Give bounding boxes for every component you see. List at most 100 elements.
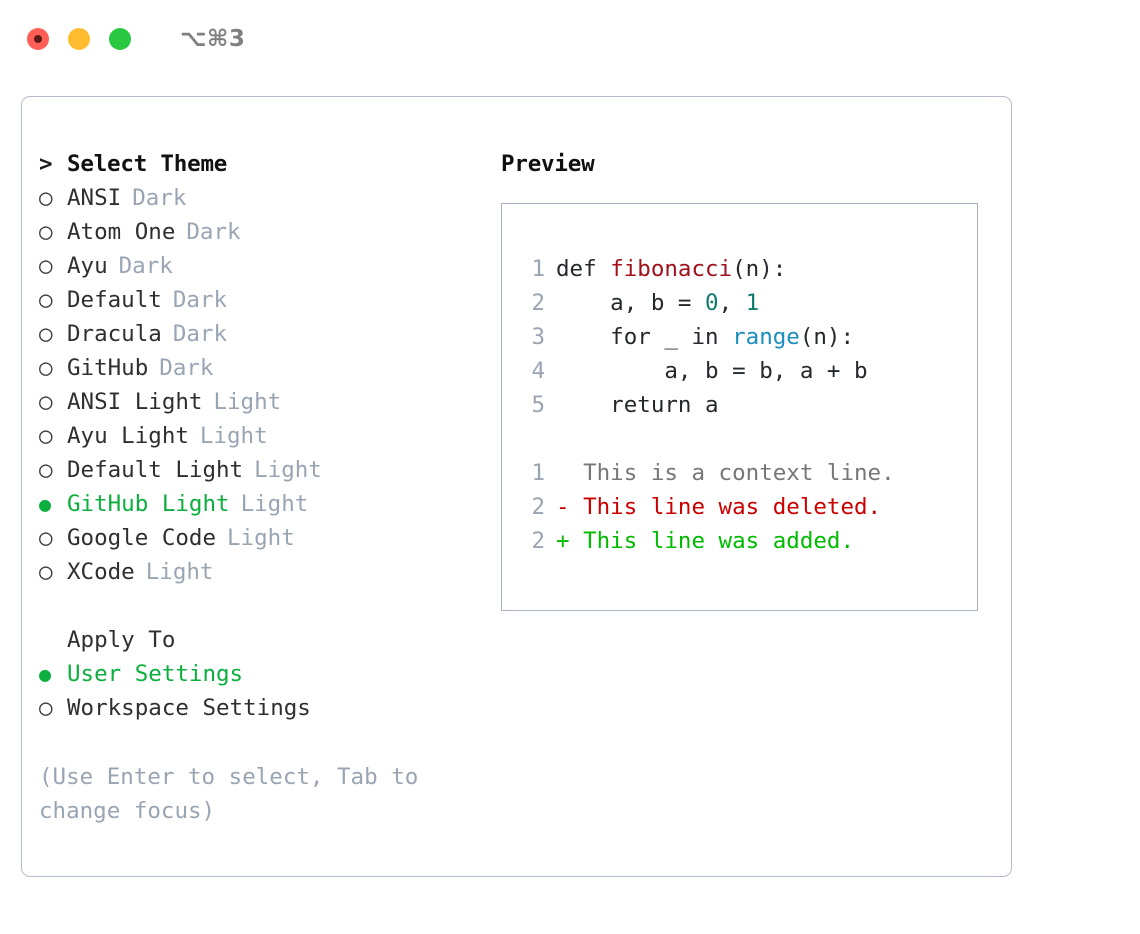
theme-list-item[interactable]: ○ Default Dark <box>39 283 479 317</box>
line-number: 2 <box>531 494 545 520</box>
theme-variant-tag: Light <box>213 389 282 415</box>
line-number: 2 <box>531 290 545 316</box>
select-theme-header: > Select Theme <box>39 147 479 181</box>
code-token-plain: (n): <box>799 324 855 350</box>
theme-list-item[interactable]: ○ Default Light Light <box>39 453 479 487</box>
theme-variant-tag: Light <box>254 457 322 483</box>
maximize-button-icon[interactable] <box>109 28 131 50</box>
radio-unselected-icon[interactable]: ○ <box>39 559 53 585</box>
code-line: 2 a, b = 0, 1 <box>521 286 967 320</box>
close-button-icon[interactable] <box>27 28 49 50</box>
theme-variant-tag: Dark <box>172 287 228 313</box>
radio-unselected-icon[interactable]: ○ <box>39 389 53 415</box>
list-spacer <box>39 589 479 623</box>
radio-unselected-icon[interactable]: ○ <box>39 219 53 245</box>
theme-list-item[interactable]: ○ Google Code Light <box>39 521 479 555</box>
apply-to-option-label: User Settings <box>67 661 244 687</box>
code-line: 3 for _ in range(n): <box>521 320 967 354</box>
diff-line: 2 + This line was added. <box>521 524 967 558</box>
line-number: 2 <box>531 528 545 554</box>
theme-name-label: Atom One <box>67 219 176 245</box>
theme-variant-tag: Dark <box>118 253 173 279</box>
theme-variant-tag: Light <box>227 525 295 551</box>
theme-name-label: Google Code <box>67 525 217 551</box>
apply-to-option-label: Workspace Settings <box>67 695 311 721</box>
apply-to-option[interactable]: ● User Settings <box>39 657 479 691</box>
theme-list-item[interactable]: ○ Dracula Dark <box>39 317 479 351</box>
apply-to-heading-row: ○ Apply To <box>39 623 479 657</box>
code-token-plain: (n): <box>732 256 787 282</box>
apply-to-heading: Apply To <box>67 627 176 653</box>
radio-unselected-icon[interactable]: ○ <box>39 185 53 211</box>
theme-list-item[interactable]: ○ ANSI Dark <box>39 181 479 215</box>
code-token-plain: a, b = <box>556 290 706 316</box>
theme-variant-tag: Light <box>145 559 214 585</box>
theme-name-label: GitHub <box>67 355 149 381</box>
theme-name-label: ANSI <box>67 185 122 211</box>
theme-name-label: Default Light <box>67 457 244 483</box>
theme-list-item[interactable]: ○ XCode Light <box>39 555 479 589</box>
theme-name-label: Default <box>67 287 162 313</box>
code-token-plain: for _ in <box>556 324 733 350</box>
line-number: 1 <box>531 460 545 486</box>
radio-unselected-icon[interactable]: ○ <box>39 423 53 449</box>
preview-column: Preview <box>501 147 991 181</box>
radio-unselected-icon[interactable]: ○ <box>39 253 53 279</box>
diff-line: 1 This is a context line. <box>521 456 967 490</box>
code-line: 5 return a <box>521 388 967 422</box>
theme-name-label: Ayu <box>67 253 108 279</box>
line-number: 1 <box>531 256 545 282</box>
code-token-add: + This line was added. <box>556 528 855 554</box>
preview-title: Preview <box>501 151 595 177</box>
theme-variant-tag: Dark <box>132 185 187 211</box>
theme-name-label: XCode <box>67 559 135 585</box>
code-line-text: def fibonacci(n): <box>556 252 786 286</box>
line-number: 5 <box>531 392 545 418</box>
code-token-del: - This line was deleted. <box>556 494 882 520</box>
window-controls <box>27 28 131 50</box>
code-line-text: for _ in range(n): <box>556 320 854 354</box>
code-token-call: range <box>732 324 800 350</box>
apply-to-list: ● User Settings ○ Workspace Settings <box>39 657 479 725</box>
theme-name-label: Ayu Light <box>67 423 189 449</box>
theme-list-item[interactable]: ○ GitHub Dark <box>39 351 479 385</box>
theme-list-item[interactable]: ○ Atom One Dark <box>39 215 479 249</box>
radio-unselected-icon[interactable]: ○ <box>39 287 53 313</box>
select-theme-title: Select Theme <box>67 151 228 177</box>
radio-unselected-icon[interactable]: ○ <box>39 695 53 721</box>
minimize-button-icon[interactable] <box>68 28 90 50</box>
radio-selected-icon[interactable]: ● <box>39 662 52 686</box>
radio-unselected-icon[interactable]: ○ <box>39 321 53 347</box>
window-titlebar: ⌥⌘3 <box>0 0 1140 78</box>
code-token-plain: a, b = b, a + b <box>556 358 868 384</box>
code-line-text: - This line was deleted. <box>556 490 881 524</box>
theme-list-item[interactable]: ○ Ayu Dark <box>39 249 479 283</box>
code-line: 1 def fibonacci(n): <box>521 252 967 286</box>
radio-unselected-icon[interactable]: ○ <box>39 457 53 483</box>
radio-unselected-icon[interactable]: ○ <box>39 355 53 381</box>
code-line-text: a, b = b, a + b <box>556 354 868 388</box>
keyboard-hint-text: (Use Enter to select, Tab to change focu… <box>39 764 419 824</box>
radio-selected-icon[interactable]: ● <box>39 492 52 516</box>
code-line-text: This is a context line. <box>556 456 895 490</box>
radio-unselected-icon[interactable]: ○ <box>39 525 53 551</box>
code-token-plain: return a <box>556 392 719 418</box>
theme-name-label: GitHub Light <box>67 491 230 517</box>
theme-name-label: Dracula <box>67 321 162 347</box>
line-number: 3 <box>531 324 545 350</box>
theme-variant-tag: Dark <box>186 219 241 245</box>
theme-variant-tag: Dark <box>159 355 214 381</box>
theme-variant-tag: Dark <box>172 321 228 347</box>
code-line-text: a, b = 0, 1 <box>556 286 759 320</box>
code-token-num: 0 <box>705 290 719 316</box>
line-number: 4 <box>531 358 545 384</box>
code-token-ctx: This is a context line. <box>556 460 895 486</box>
apply-to-option[interactable]: ○ Workspace Settings <box>39 691 479 725</box>
code-diff-spacer <box>521 422 967 456</box>
diff-line: 2 - This line was deleted. <box>521 490 967 524</box>
